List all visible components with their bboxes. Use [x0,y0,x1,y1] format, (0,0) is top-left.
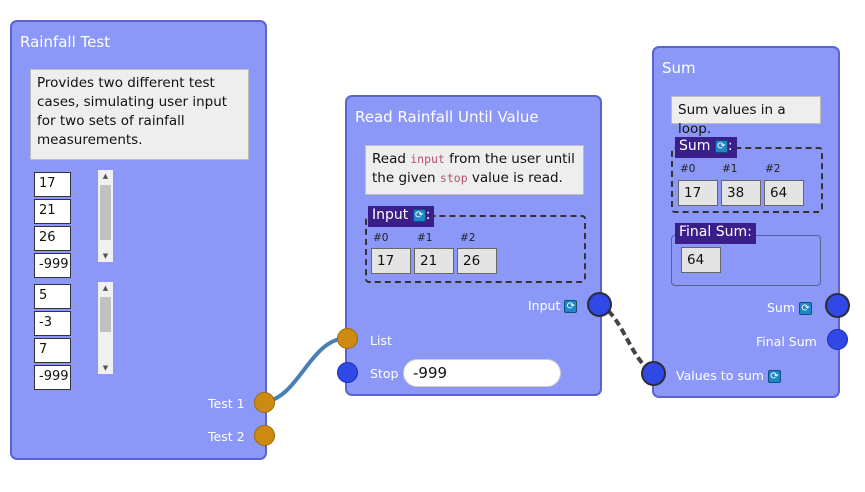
tag-separator: : [425,207,431,223]
loop-icon: ⟳ [767,370,781,383]
index-label: #2 [765,163,781,175]
sum-loop-box [671,147,823,213]
node-description: Sum values in a loop. [671,96,821,137]
list-item[interactable]: 5 [34,284,71,309]
loop-value: 17 [371,248,411,274]
test1-scrollbar[interactable]: ▲ ▼ [98,170,113,262]
port-label-final-sum: Final Sum [756,334,817,349]
port-label-values-to-sum: Values to sum ⟳ [676,368,781,383]
index-label: #1 [722,163,738,175]
loop-value: 38 [721,180,761,206]
sum-output-port[interactable] [825,293,850,318]
list-item[interactable]: 7 [34,338,71,363]
tag-label: Sum [679,138,711,154]
desc-text: from the user until the given [372,151,575,186]
list-item[interactable]: 17 [34,172,71,197]
test2-list[interactable]: 5 -3 7 -999 [34,282,116,390]
list-item[interactable]: 21 [34,199,71,224]
scrollbar-thumb[interactable] [100,185,111,240]
test1-output-port[interactable] [254,392,275,413]
tag-separator: : [727,138,733,154]
index-label: #1 [417,232,433,244]
loop-value: 26 [457,248,497,274]
scroll-down-arrow-icon[interactable]: ▼ [102,252,109,260]
list-item[interactable]: -999 [34,253,71,278]
port-label-text: Input [528,298,561,313]
loop-value: 64 [764,180,804,206]
index-label: #2 [460,232,476,244]
sum-loop-tag[interactable]: Sum ⟳: [675,137,737,158]
test2-output-port[interactable] [254,425,275,446]
scroll-up-arrow-icon[interactable]: ▲ [102,172,109,180]
loop-value: 17 [678,180,718,206]
desc-text: value is read. [467,170,563,186]
desc-text: Read [372,151,411,167]
test1-list[interactable]: 17 21 26 -999 [34,170,116,278]
node-description: Provides two different test cases, simul… [30,69,249,160]
list-item[interactable]: 26 [34,226,71,251]
final-sum-output-port[interactable] [827,329,848,350]
desc-code-stop: stop [439,171,468,185]
final-sum-value: 64 [681,247,721,273]
loop-icon: ⟳ [714,139,728,153]
port-label-test1: Test 1 [208,396,245,411]
port-label-text: Values to sum [676,368,764,383]
list-input-port[interactable] [337,328,358,349]
node-title: Rainfall Test [20,33,111,51]
scroll-up-arrow-icon[interactable]: ▲ [102,284,109,292]
input-output-port[interactable] [587,292,612,317]
tag-label: Input [372,207,409,223]
scroll-down-arrow-icon[interactable]: ▼ [102,364,109,372]
port-label-text: Sum [767,300,796,315]
port-label-stop: Stop [370,366,399,381]
port-label-list: List [370,333,392,348]
loop-icon: ⟳ [564,300,578,313]
wire-test1-to-list [265,336,347,404]
node-description: Read input from the user until the given… [365,145,584,195]
port-label-input: Input ⟳ [528,298,578,313]
index-label: #0 [680,163,696,175]
read-rainfall-node[interactable]: Read Rainfall Until Value Read input fro… [345,95,602,396]
list-item[interactable]: -3 [34,311,71,336]
port-label-sum: Sum ⟳ [767,300,813,315]
test2-scrollbar[interactable]: ▲ ▼ [98,282,113,374]
sum-node[interactable]: Sum Sum values in a loop. Sum ⟳: #0 #1 #… [652,46,840,398]
input-loop-box [365,215,586,283]
final-sum-tag: Final Sum: [675,223,756,244]
values-to-sum-input-port[interactable] [641,361,666,386]
index-label: #0 [373,232,389,244]
node-title: Sum [662,59,696,77]
port-label-test2: Test 2 [208,429,245,444]
loop-icon: ⟳ [412,208,426,222]
scrollbar-thumb[interactable] [100,297,111,332]
list-item[interactable]: -999 [34,365,71,390]
loop-icon: ⟳ [799,302,813,315]
rainfall-test-node[interactable]: Rainfall Test Provides two different tes… [10,20,267,460]
stop-input-port[interactable] [337,362,358,383]
loop-value: 21 [414,248,454,274]
node-title: Read Rainfall Until Value [355,108,539,126]
desc-code-input: input [410,152,445,166]
stop-value-input[interactable]: -999 [403,359,561,387]
input-loop-tag[interactable]: Input ⟳: [368,206,435,227]
